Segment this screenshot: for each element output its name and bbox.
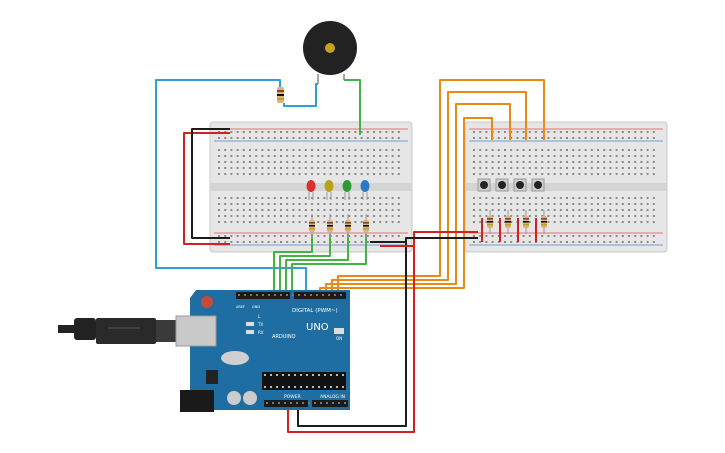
chip-pin [312, 374, 314, 376]
header-pin [250, 294, 252, 296]
header-pin [284, 402, 286, 404]
chip-pin [342, 374, 344, 376]
on-label: ON [336, 336, 342, 341]
analog-label: ANALOG IN [320, 394, 345, 400]
header-pin [256, 294, 258, 296]
chip-pin [312, 386, 314, 388]
chip-pin [324, 374, 326, 376]
resistor[interactable] [505, 210, 511, 234]
resistor[interactable] [523, 210, 529, 234]
header-pin [314, 402, 316, 404]
tx-label: TX [257, 322, 263, 327]
chip-pin [276, 386, 278, 388]
chip-pin [282, 374, 284, 376]
chip-pin [300, 374, 302, 376]
resistor[interactable] [327, 214, 333, 238]
resistor[interactable] [541, 210, 547, 234]
pushbutton[interactable] [513, 178, 527, 192]
header-pin [302, 402, 304, 404]
piezo-buzzer[interactable] [303, 21, 357, 84]
chip-pin [306, 386, 308, 388]
header-pin [278, 402, 280, 404]
header-pin [296, 402, 298, 404]
usb-cable [58, 318, 178, 344]
resistor[interactable] [309, 214, 315, 238]
chip-pin [300, 386, 302, 388]
resistor[interactable] [363, 214, 369, 238]
header-pin [274, 294, 276, 296]
chip-pin [330, 374, 332, 376]
header-pin [290, 402, 292, 404]
header-pin [322, 294, 324, 296]
header-pin [310, 294, 312, 296]
chip-pin [306, 374, 308, 376]
header-pin [238, 294, 240, 296]
aref-label: AREF [236, 305, 245, 309]
header-pin [268, 294, 270, 296]
wires [155, 79, 545, 433]
power-label: POWER [284, 394, 301, 400]
led[interactable] [360, 180, 370, 200]
led[interactable] [342, 180, 352, 200]
chip-pin [294, 386, 296, 388]
chip-pin [288, 374, 290, 376]
header-pin [304, 294, 306, 296]
led-group [306, 180, 370, 200]
header-pin [262, 294, 264, 296]
header-pin [280, 294, 282, 296]
arduino-uno-board[interactable]: DIGITAL (PWM~) ARDUINO UNO TX RX L ON AR… [175, 290, 350, 412]
header-pin [326, 402, 328, 404]
header-pin [308, 402, 310, 404]
buzzer-resistor[interactable] [277, 87, 284, 103]
chip-pin [342, 386, 344, 388]
header-pin [334, 294, 336, 296]
chip-pin [294, 374, 296, 376]
chip-pin [324, 386, 326, 388]
header-pin [298, 294, 300, 296]
chip-pin [318, 374, 320, 376]
resistor[interactable] [345, 214, 351, 238]
led[interactable] [306, 180, 316, 200]
resistor-group-right [487, 210, 547, 234]
chip-pin [264, 386, 266, 388]
chip-pin [264, 374, 266, 376]
header-pin [328, 294, 330, 296]
gnd-label: GND [252, 305, 260, 309]
header-pin [320, 402, 322, 404]
resistor[interactable] [487, 210, 493, 234]
model-label: UNO [306, 322, 329, 333]
header-pin [332, 402, 334, 404]
led[interactable] [324, 180, 334, 200]
resistor-group-left [309, 214, 369, 238]
header-pin [272, 402, 274, 404]
rx-label: RX [258, 330, 264, 335]
header-pin [266, 402, 268, 404]
breadboard-right [464, 121, 668, 253]
header-pin [286, 294, 288, 296]
pushbutton[interactable] [531, 178, 545, 192]
header-pin [316, 294, 318, 296]
chip-pin [276, 374, 278, 376]
header-pin [340, 294, 342, 296]
header-pin [244, 294, 246, 296]
chip-pin [336, 386, 338, 388]
header-pin [338, 402, 340, 404]
header-pin [344, 402, 346, 404]
brand-label: ARDUINO [272, 334, 296, 340]
digital-label: DIGITAL (PWM~) [292, 308, 338, 314]
pushbutton[interactable] [495, 178, 509, 192]
chip-pin [282, 386, 284, 388]
chip-pin [270, 374, 272, 376]
chip-pin [336, 374, 338, 376]
chip-pin [318, 386, 320, 388]
pushbutton[interactable] [477, 178, 491, 192]
header-pin [292, 294, 294, 296]
chip-pin [330, 386, 332, 388]
chip-pin [288, 386, 290, 388]
pushbutton-group [477, 178, 545, 192]
chip-pin [270, 386, 272, 388]
l-label: L [258, 314, 261, 319]
